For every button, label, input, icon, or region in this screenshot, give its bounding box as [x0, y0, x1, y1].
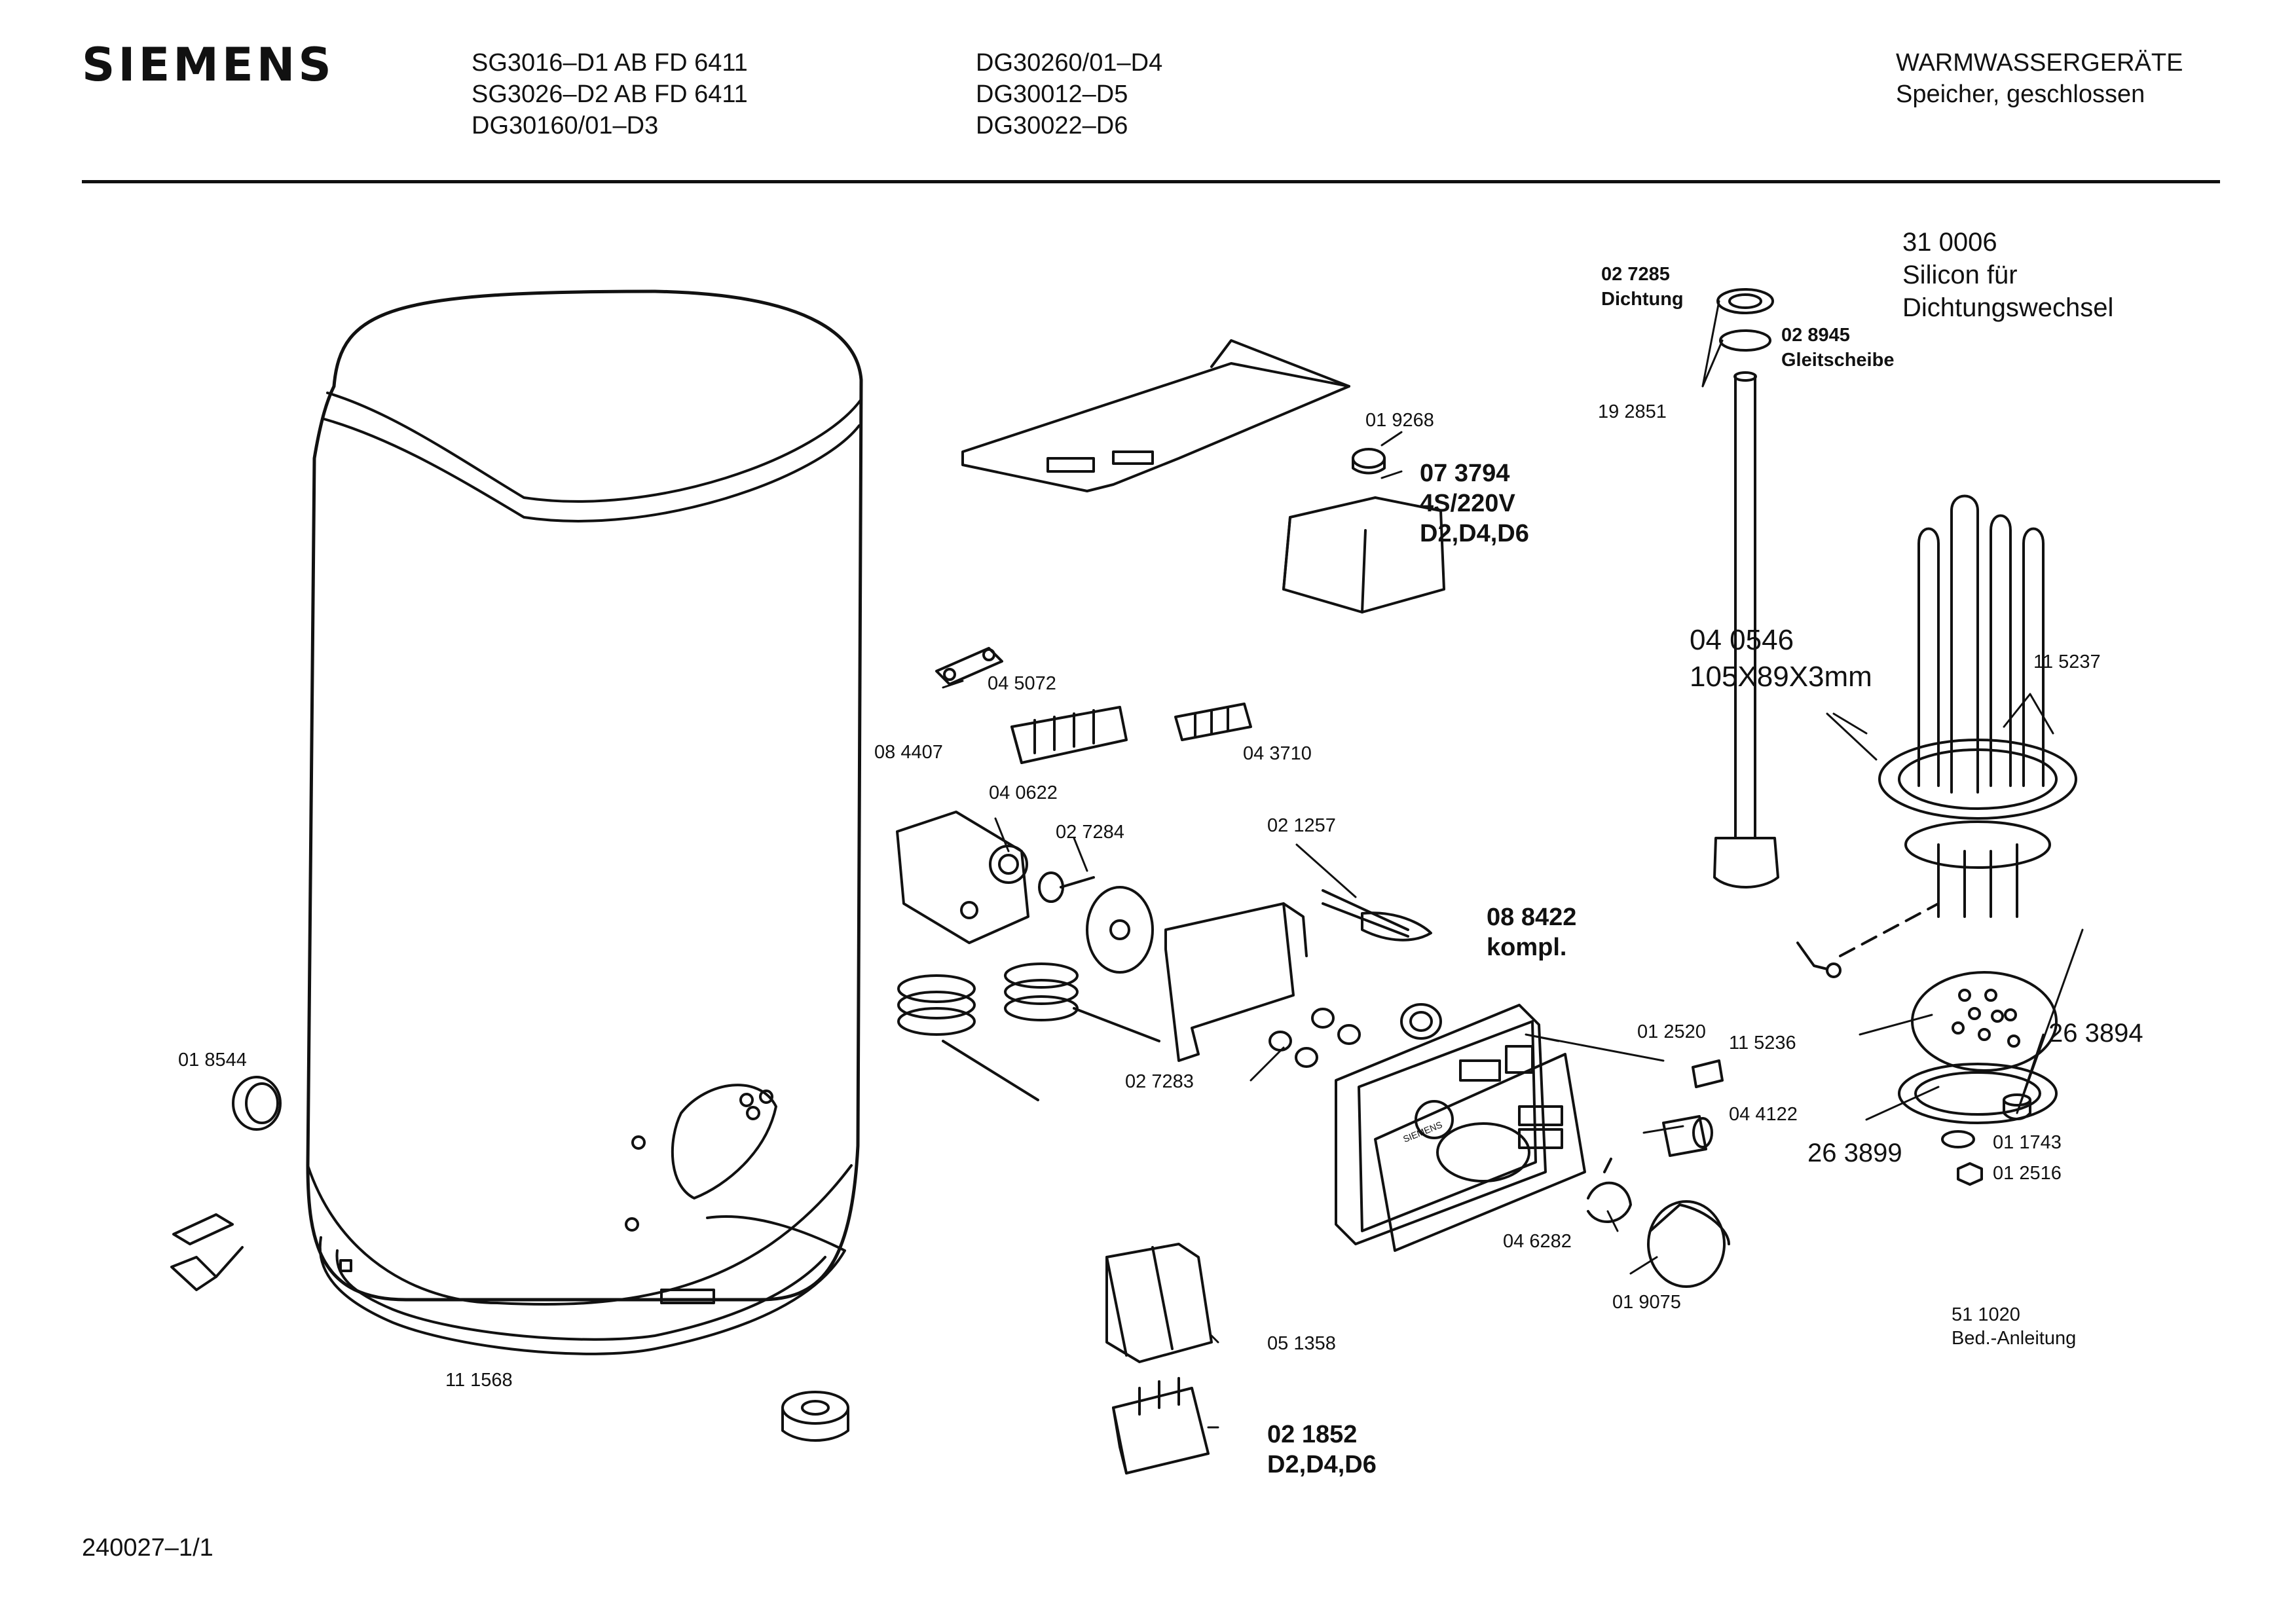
part-label-012520: 01 2520: [1637, 1021, 1706, 1042]
part-number: 08 8422: [1487, 904, 1577, 931]
part-label-511020: 51 1020 Bed.-Anleitung: [1952, 1303, 2076, 1350]
category-title: WARMWASSERGERÄTE: [1896, 49, 2183, 77]
sleeve-01-8544: [233, 1077, 280, 1129]
model-line: DG30012–D5: [976, 81, 1128, 108]
part-label-027283: 02 7283: [1125, 1071, 1194, 1092]
model-list-1: SG3016–D1 AB FD 6411 SG3026–D2 AB FD 641…: [472, 47, 748, 141]
part-note: D2,D4,D6: [1267, 1451, 1377, 1478]
terminal-clamp: [936, 648, 1002, 684]
drawing-number: 240027–1/1: [82, 1534, 213, 1562]
nut-and-washer: [1942, 1095, 2030, 1184]
part-note: D2,D4,D6: [1420, 520, 1529, 547]
part-label-310006: 31 0006 Silicon für Dichtungswechsel: [1902, 226, 2113, 324]
terminal-block-5way: [1012, 707, 1126, 763]
part-label-073794: 07 3794 4S/220V D2,D4,D6: [1420, 458, 1529, 549]
flange-gasket: [1899, 1064, 2056, 1123]
tank-bottom-frame: [320, 1217, 845, 1354]
part-label-115237: 11 5237: [2033, 651, 2101, 672]
brand-logo: SIEMENS: [82, 38, 335, 92]
part-label-027284: 02 7284: [1056, 822, 1124, 843]
part-note: Bed.-Anleitung: [1952, 1328, 2077, 1349]
screws-washers: [1270, 1004, 1441, 1067]
knob-shaft: [1039, 873, 1153, 972]
part-label-263894: 26 3894: [2048, 1019, 2143, 1048]
part-label-012516: 01 2516: [1993, 1163, 2062, 1184]
part-label-263899: 26 3899: [1807, 1139, 1902, 1167]
part-label-088422: 08 8422 kompl.: [1487, 902, 1576, 962]
model-line: DG30160/01–D3: [472, 112, 659, 139]
indicator-lamp: [1663, 1116, 1712, 1156]
temperature-regulator: [897, 812, 1028, 943]
bracket-clamps: [172, 1215, 242, 1290]
part-label-044122: 04 4122: [1729, 1104, 1798, 1125]
part-number: 02 8945: [1781, 325, 1850, 346]
part-label-021852: 02 1852 D2,D4,D6: [1267, 1420, 1377, 1480]
part-label-046282: 04 6282: [1503, 1231, 1572, 1252]
part-label-011743: 01 1743: [1993, 1132, 2062, 1153]
model-line: SG3026–D2 AB FD 6411: [472, 81, 748, 108]
part-label-084407: 08 4407: [874, 742, 943, 763]
mounting-rail: [963, 340, 1349, 491]
part-note: 105X89X3mm: [1690, 661, 1872, 693]
panel-brand-text: SIEMENS: [1401, 1119, 1443, 1144]
part-note: Dichtung: [1601, 289, 1684, 310]
terminal-block-4way: [1176, 704, 1251, 740]
water-heater-tank: [308, 291, 861, 1304]
model-line: DG30260/01–D4: [976, 49, 1163, 77]
part-number: 04 0546: [1690, 624, 1794, 656]
part-label-040622: 04 0622: [989, 782, 1058, 803]
part-label-040546: 04 0546 105X89X3mm: [1690, 622, 1872, 695]
model-list-2: DG30260/01–D4 DG30012–D5 DG30022–D6: [976, 47, 1162, 141]
part-number: 02 7285: [1601, 264, 1670, 285]
thermal-cutout: [1284, 449, 1444, 612]
part-number: 07 3794: [1420, 460, 1510, 487]
flange-plate: [1912, 972, 2056, 1071]
part-number: 51 1020: [1952, 1304, 2020, 1325]
anode-rod: [1714, 373, 1778, 887]
foot-ring: [783, 1392, 848, 1440]
thermal-fuse: [1798, 904, 1938, 977]
part-label-019268: 01 9268: [1365, 410, 1434, 431]
small-switch: [1693, 1061, 1722, 1087]
capillary-coils: [898, 964, 1159, 1100]
control-panel: [1336, 1005, 1585, 1251]
part-number: 02 1852: [1267, 1421, 1358, 1448]
leader-lines: [943, 301, 2083, 1427]
part-label-115236: 11 5236: [1729, 1033, 1796, 1053]
seal-rings: [1718, 289, 1773, 350]
part-note: 4S/220V: [1420, 490, 1515, 517]
part-label-027285: 02 7285 Dichtung: [1601, 262, 1684, 312]
category-subtitle: Speicher, geschlossen: [1896, 81, 2145, 108]
part-note: Gleitscheibe: [1781, 350, 1895, 371]
model-line: DG30022–D6: [976, 112, 1128, 139]
part-label-019075: 01 9075: [1612, 1292, 1681, 1313]
part-note: Silicon für: [1902, 261, 2018, 289]
sensor-probe: [1323, 890, 1431, 940]
category-block: WARMWASSERGERÄTE Speicher, geschlossen: [1896, 47, 2183, 110]
part-label-192851: 19 2851: [1598, 401, 1667, 422]
model-line: SG3016–D1 AB FD 6411: [472, 49, 748, 77]
control-knob: [1648, 1201, 1729, 1287]
part-label-018544: 01 8544: [178, 1050, 247, 1071]
part-note: kompl.: [1487, 934, 1567, 961]
heating-element: [1879, 496, 2076, 917]
part-label-021257: 02 1257: [1267, 815, 1336, 836]
knob-clip: [1588, 1159, 1631, 1222]
rocker-switch: [1113, 1378, 1208, 1473]
switch-housing: [1107, 1244, 1212, 1362]
part-label-028945: 02 8945 Gleitscheibe: [1781, 323, 1894, 373]
part-note: Dichtungswechsel: [1902, 293, 2114, 322]
part-label-051358: 05 1358: [1267, 1333, 1336, 1354]
part-number: 31 0006: [1902, 228, 1997, 257]
part-label-045072: 04 5072: [988, 673, 1056, 694]
part-label-111568: 11 1568: [445, 1370, 513, 1391]
header-divider: [82, 180, 2220, 183]
element-bracket: [1166, 904, 1306, 1061]
part-label-043710: 04 3710: [1243, 743, 1312, 764]
